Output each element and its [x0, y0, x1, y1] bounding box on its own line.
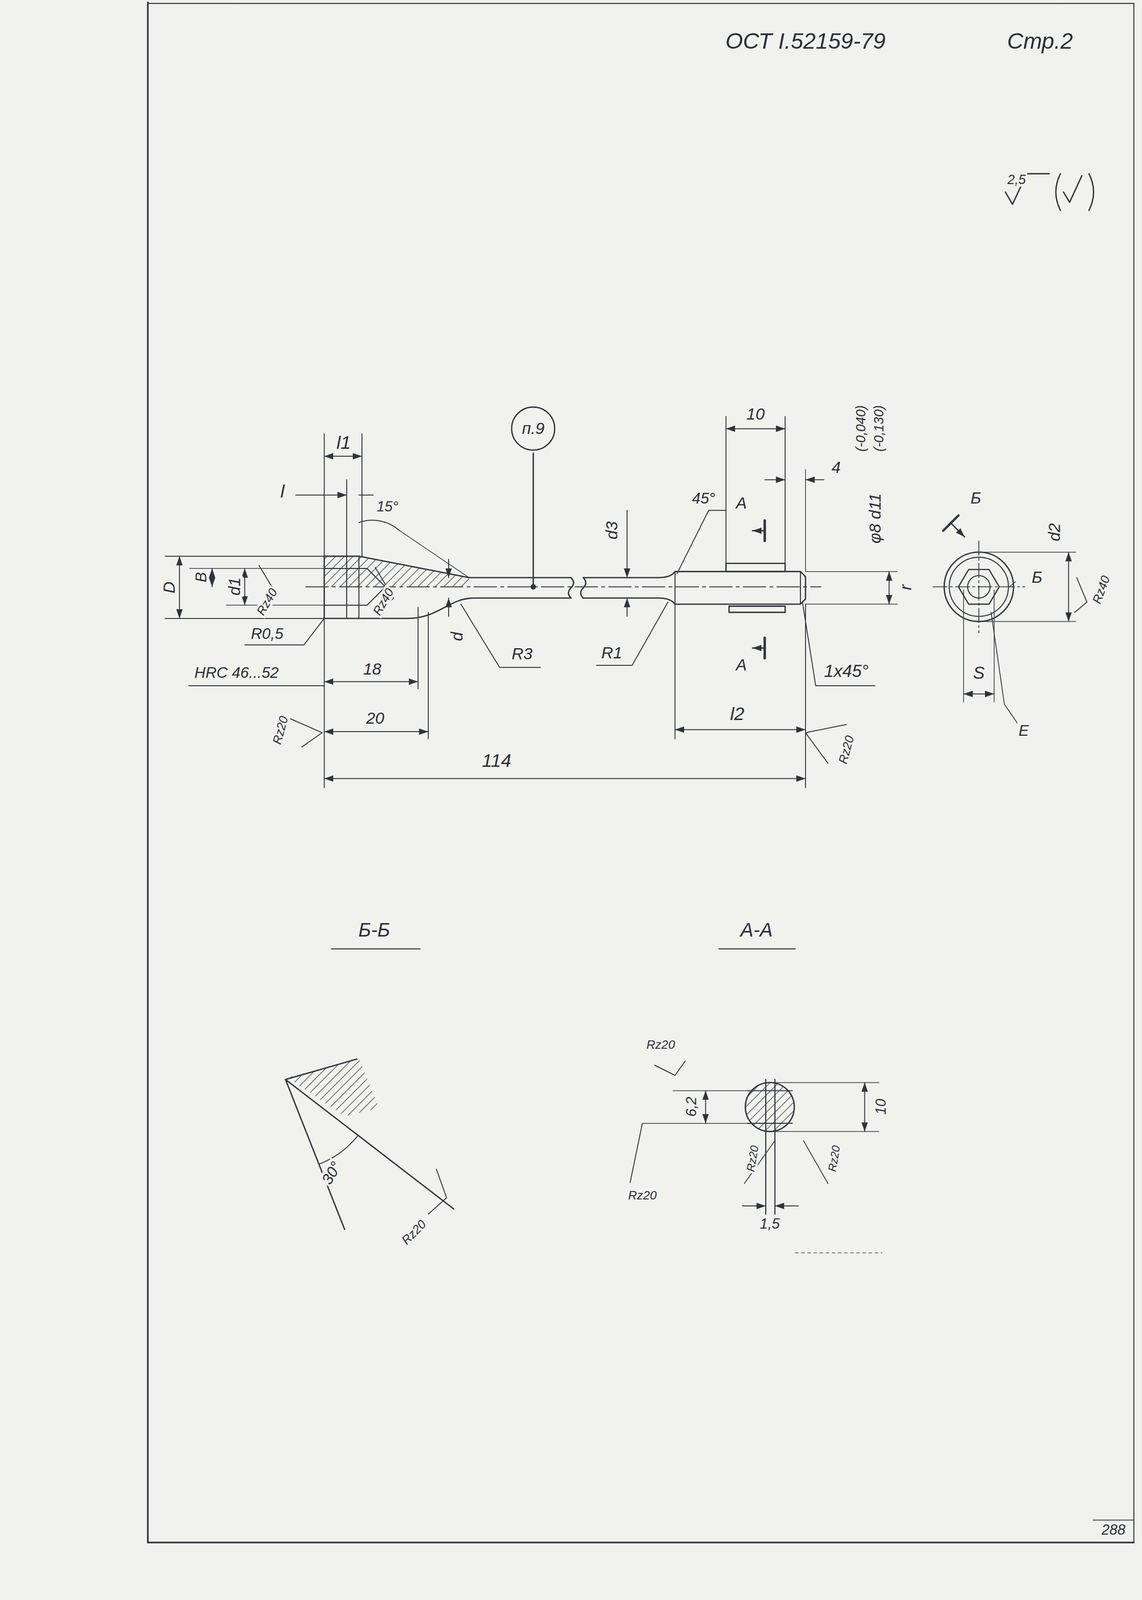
dimension-label: 288 [1100, 1522, 1127, 1538]
dimension-label: 30° [317, 1157, 345, 1188]
dimension-label: D [160, 579, 178, 595]
callout-text: п.9 [521, 419, 545, 437]
dimension-label: Rz40 [1089, 572, 1113, 607]
dimension-label: Rz20 [626, 1188, 659, 1202]
dimension-label: Б-Б [356, 919, 392, 940]
callout-circle: п.9 [510, 406, 556, 451]
dimension-label: Rz20 [270, 713, 292, 748]
dimension-label: 1,5 [758, 1216, 782, 1232]
dimension-label: d2 [1045, 521, 1063, 543]
dimension-label: 15° [375, 499, 400, 515]
dimension-label: (-0,040) [853, 403, 869, 453]
dimension-label: Rz20 [743, 1142, 762, 1174]
dimension-label: l [279, 482, 286, 502]
dimension-label: HRC 46...52 [193, 663, 281, 680]
dimension-label: R0,5 [249, 625, 286, 642]
dimension-label: r [896, 583, 914, 592]
dimension-label: R3 [510, 645, 534, 663]
dimension-label: d3 [602, 519, 621, 541]
dimension-label: Стр.2 [1005, 29, 1075, 53]
dimension-label: Rz40 [253, 584, 281, 619]
dimension-label: 2,5 [1006, 172, 1028, 187]
dimension-label: d1 [225, 575, 243, 597]
dimension-label: А-А [739, 919, 775, 940]
dimension-label: Б [1030, 568, 1044, 586]
dimension-label: Rz40 [369, 584, 397, 619]
dimension-label: 18 [361, 660, 383, 678]
dimension-label: Б [969, 488, 983, 507]
dimension-label: 10 [745, 405, 767, 423]
dimension-label: 114 [480, 750, 513, 771]
dimension-label: Rz20 [645, 1037, 677, 1051]
dimension-label: R1 [600, 643, 624, 661]
dimension-label: Rz20 [398, 1216, 430, 1248]
dimension-label: Rz20 [836, 732, 857, 767]
dimension-label: φ8 d11 [866, 491, 884, 545]
dimension-label: E [1017, 722, 1031, 739]
dimension-label: d [448, 630, 466, 643]
dimension-label: l2 [728, 704, 746, 724]
dimension-label: 20 [364, 709, 386, 727]
dimension-label: 4 [830, 458, 843, 476]
dimension-label: 10 [873, 1097, 889, 1116]
dimension-label: 1x45° [822, 661, 870, 680]
dimension-label: 45° [690, 489, 717, 506]
dimension-label: Rz20 [825, 1142, 843, 1174]
dimension-label: ОСТ I.52159-79 [723, 29, 887, 53]
dimension-label: B [192, 570, 210, 584]
dimension-label: S [971, 663, 987, 682]
dimension-label: (-0,130) [871, 403, 887, 453]
dimension-label: 6,2 [683, 1095, 699, 1118]
dimension-label: А [734, 656, 749, 674]
dimension-label: А [734, 494, 749, 512]
dimension-label: l1 [335, 432, 353, 453]
